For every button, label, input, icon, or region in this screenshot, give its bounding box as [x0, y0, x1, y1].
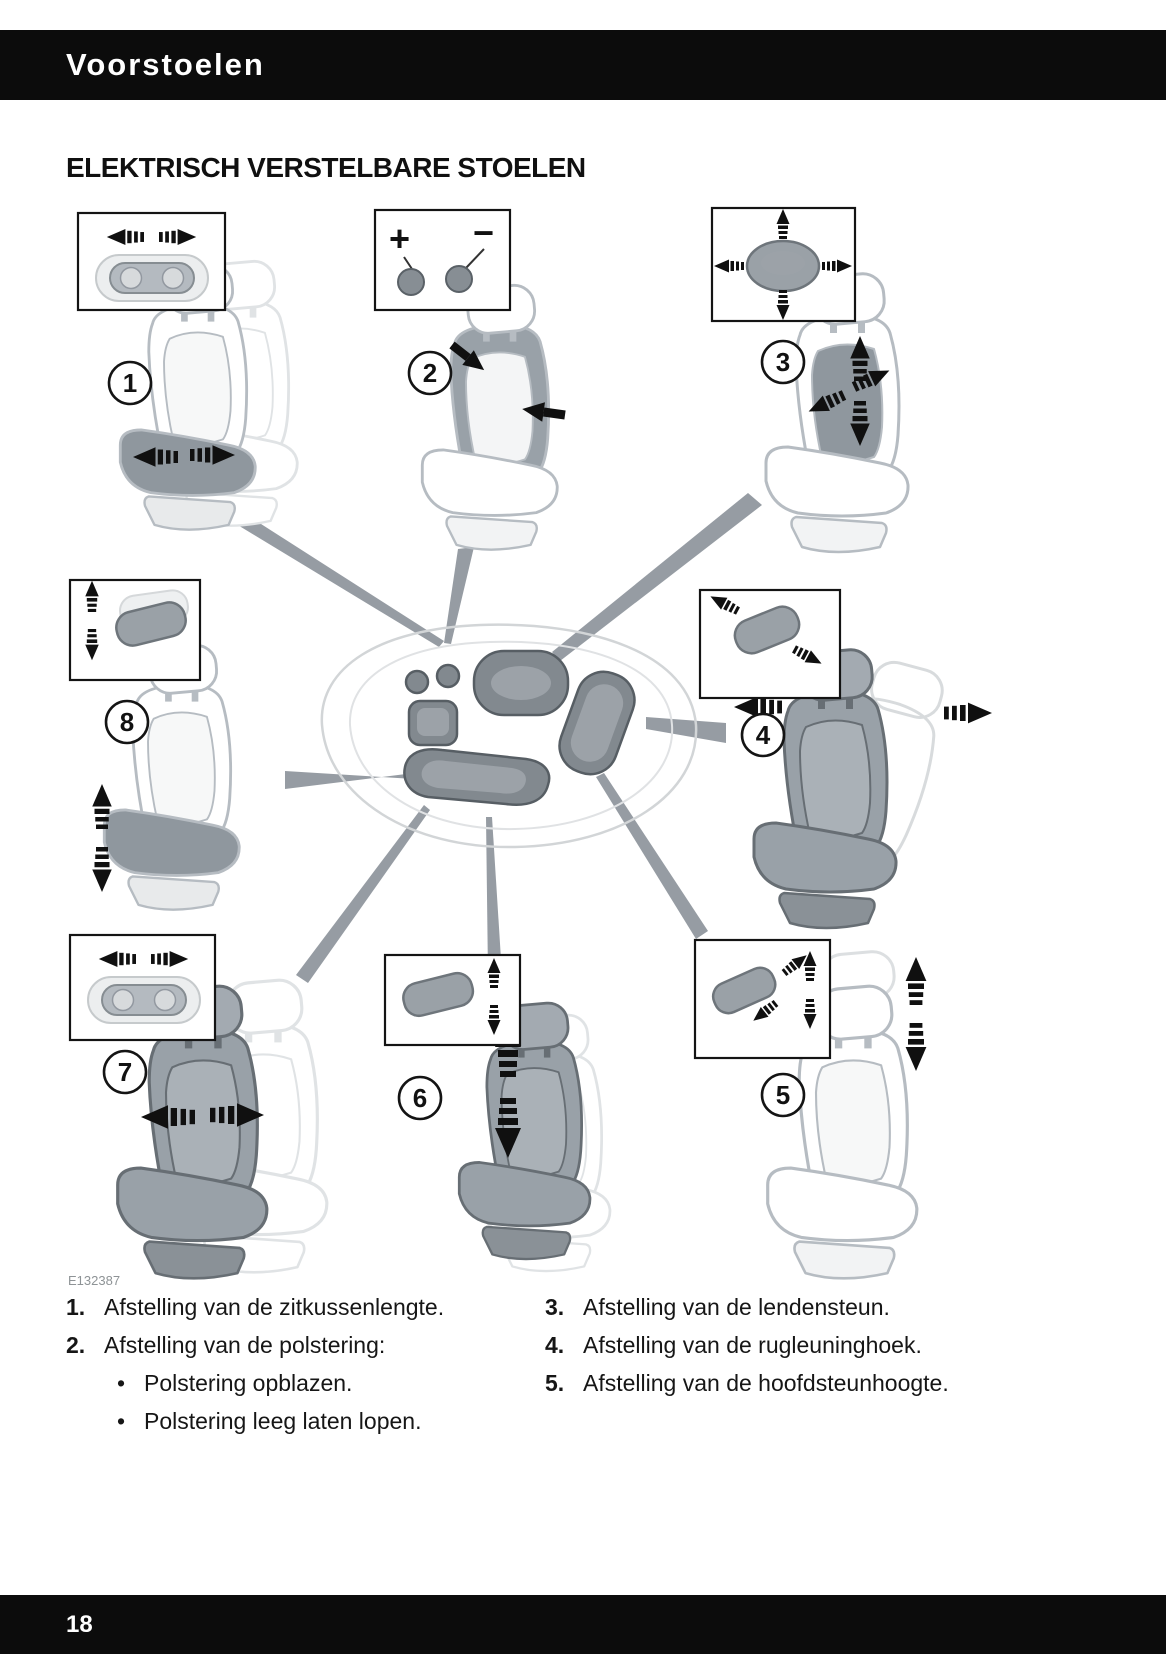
seat-5-down-arrow-icon	[905, 1023, 927, 1071]
backrest-switch-top	[570, 684, 624, 762]
bolster-button-icon	[435, 663, 461, 689]
list-item-text: Afstelling van de rugleuninghoek.	[583, 1332, 922, 1358]
minus-label: −	[473, 212, 494, 253]
cushion-pad-icon	[115, 601, 187, 647]
seat-adjustment-diagram: + −	[68, 206, 992, 1288]
plus-label: +	[389, 218, 410, 259]
list-item-number: 3.	[545, 1294, 565, 1320]
callout-box-7	[68, 933, 217, 1042]
callout-number-2: 2	[423, 358, 437, 388]
leader-line-2	[444, 547, 474, 644]
seat-control-cluster	[320, 623, 698, 849]
bullet-icon: •	[117, 1370, 126, 1396]
seat-4-recline-right-arrow-icon	[944, 702, 992, 724]
leader-line-4	[646, 717, 726, 743]
list-item-number: 1.	[66, 1294, 86, 1320]
callout-number-5: 5	[776, 1080, 790, 1110]
seat-8-illustration	[102, 642, 241, 912]
callout-box-4	[698, 588, 842, 700]
list-item: 1. Afstelling van de zitkussenlengte.	[66, 1296, 526, 1319]
callout-box-5	[693, 938, 832, 1060]
list-item-text: Polstering opblazen.	[144, 1370, 353, 1396]
list-item-text: Afstelling van de hoofdsteunhoogte.	[583, 1370, 949, 1396]
callout-box-6	[383, 953, 522, 1047]
tilt-switch-top	[417, 708, 449, 736]
list-item-text: Afstelling van de polstering:	[104, 1332, 386, 1358]
figure-code: E132387	[68, 1273, 120, 1288]
list-bullet-item: • Polstering leeg laten lopen.	[66, 1410, 526, 1433]
figure-container: + −	[60, 205, 1106, 1295]
callout-number-3: 3	[776, 347, 790, 377]
leader-line-3	[552, 493, 762, 661]
list-item-text: Polstering leeg laten lopen.	[144, 1408, 422, 1434]
leader-line-5	[596, 773, 708, 939]
leader-line-1	[208, 499, 444, 647]
list-bullet-item: • Polstering opblazen.	[66, 1372, 526, 1395]
callout-number-1: 1	[123, 368, 137, 398]
leader-line-7	[296, 805, 430, 983]
callout-boxes: + −	[68, 206, 857, 1060]
page-number: 18	[66, 1610, 93, 1638]
list-item: 2. Afstelling van de polstering:	[66, 1334, 526, 1357]
leader-lines	[208, 493, 762, 983]
list-item-text: Afstelling van de lendensteun.	[583, 1294, 890, 1320]
list-right-column: 3. Afstelling van de lendensteun. 4. Afs…	[545, 1296, 1085, 1410]
leader-line-8	[285, 771, 414, 789]
list-item-text: Afstelling van de zitkussenlengte.	[104, 1294, 445, 1320]
bolster-button-icon	[404, 669, 430, 695]
list-left-column: 1. Afstelling van de zitkussenlengte. 2.…	[66, 1296, 526, 1448]
list-item-number: 4.	[545, 1332, 565, 1358]
callout-box-1	[76, 211, 227, 312]
chapter-header-bar: Voorstoelen	[0, 30, 1166, 100]
minus-pointer-line	[465, 248, 485, 269]
list-item-number: 5.	[545, 1370, 565, 1396]
callout-number-4: 4	[756, 720, 771, 750]
list-item: 4. Afstelling van de rugleuninghoek.	[545, 1334, 1085, 1357]
lumbar-switch-top	[491, 666, 551, 700]
callout-number-badges: 1 2 3 4 5 6 7 8	[102, 339, 806, 1121]
section-heading: ELEKTRISCH VERSTELBARE STOELEN	[66, 152, 586, 183]
list-item: 3. Afstelling van de lendensteun.	[545, 1296, 1085, 1319]
inflate-button-icon	[397, 268, 425, 296]
callout-box-8	[68, 578, 202, 682]
callout-number-6: 6	[413, 1083, 427, 1113]
list-item-number: 2.	[66, 1332, 86, 1358]
console-outline	[320, 623, 698, 849]
bullet-icon: •	[117, 1408, 126, 1434]
plus-pointer-line	[403, 256, 413, 270]
list-item: 5. Afstelling van de hoofdsteunhoogte.	[545, 1372, 1085, 1395]
callout-number-7: 7	[118, 1057, 132, 1087]
backrest-pad-icon	[733, 605, 801, 655]
chapter-title: Voorstoelen	[66, 47, 265, 82]
cushion-pad-icon	[402, 971, 475, 1018]
deflate-button-icon	[445, 265, 473, 293]
cushion-switch-top	[421, 760, 526, 794]
callout-number-8: 8	[120, 707, 134, 737]
seat-5-up-arrow-icon	[905, 957, 927, 1005]
leader-line-6	[486, 817, 502, 975]
page-footer-bar: 18	[0, 1595, 1166, 1654]
headrest-pad-icon	[711, 966, 777, 1015]
console-inner-outline	[348, 640, 674, 831]
callout-box-2: + −	[373, 208, 512, 312]
callout-box-3	[710, 206, 857, 323]
